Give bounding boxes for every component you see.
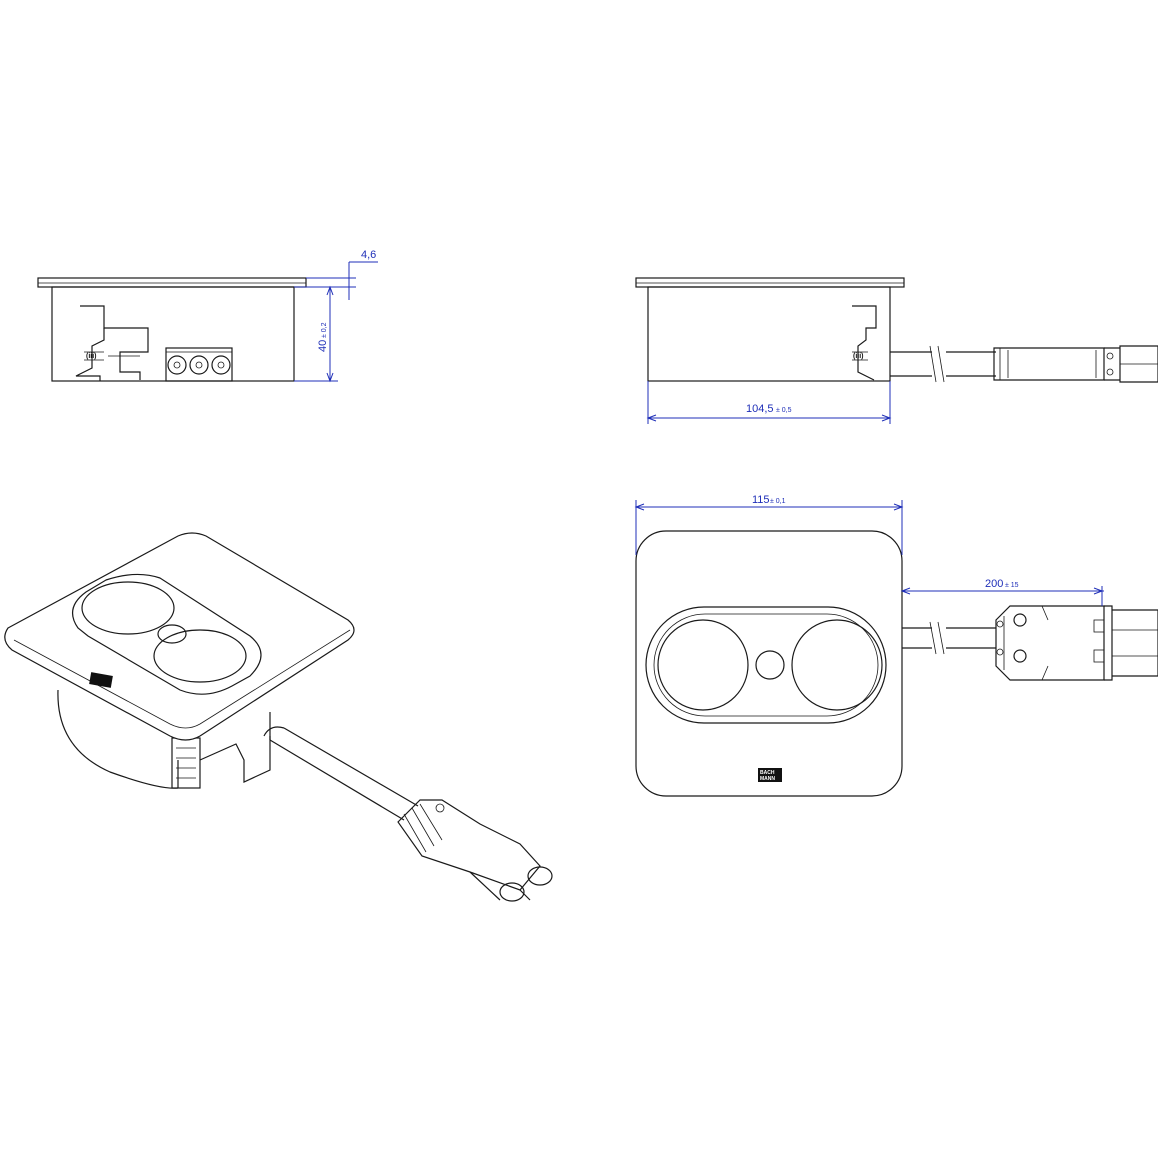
dim-lip-label: 4,6 [361, 249, 376, 261]
svg-text:(iii): (iii) [853, 353, 864, 360]
svg-text:(iii): (iii) [86, 353, 97, 360]
iso-socket-left [81, 581, 175, 635]
front-view-body [51, 286, 295, 382]
dim-width-label: 115 [752, 494, 770, 506]
dim-depth: 104,5 ± 0,5 [646, 381, 892, 424]
dim-height: 40 ± 0,2 [294, 285, 338, 383]
top-view-socket-right [791, 619, 883, 711]
iso-cover [4, 532, 355, 741]
top-view: BACH MANN [635, 530, 1158, 797]
side-view-plug [993, 347, 1105, 381]
iso-indicator [157, 624, 187, 644]
dim-cable: 200 ± 15 [900, 578, 1104, 606]
top-view-socket-frame [645, 606, 887, 724]
side-view-body [647, 286, 891, 382]
iso-socket-right [153, 629, 247, 683]
svg-text:BACH: BACH [760, 770, 775, 776]
connector-plug-icon [995, 605, 1105, 681]
dim-depth-label: 104,5 [746, 403, 774, 415]
dim-width: 115 ± 0,1 [634, 494, 904, 555]
socket-icon [657, 619, 749, 711]
side-view: (iii) [635, 277, 1158, 383]
dim-cable-tol: ± 15 [1005, 582, 1019, 589]
dim-depth-tol: ± 0,5 [776, 407, 792, 414]
dim-width-tol: ± 0,1 [770, 498, 786, 505]
svg-text:MANN: MANN [760, 776, 775, 782]
brand-logo-icon [758, 768, 782, 782]
top-view-indicator [755, 650, 785, 680]
front-view: (iii) [37, 277, 307, 382]
front-view-connector [165, 347, 233, 382]
isometric-view [4, 532, 553, 902]
dim-height-tol: ± 0,2 [321, 322, 328, 338]
dim-cable-label: 200 [985, 578, 1003, 590]
front-view-lip [37, 277, 307, 288]
dim-lip: 4,6 [306, 249, 378, 300]
iso-housing [57, 689, 179, 789]
side-view-lip [635, 277, 905, 288]
iso-plug [397, 799, 541, 891]
top-view-cover [635, 530, 903, 797]
dim-height-label: 40 [317, 340, 329, 352]
